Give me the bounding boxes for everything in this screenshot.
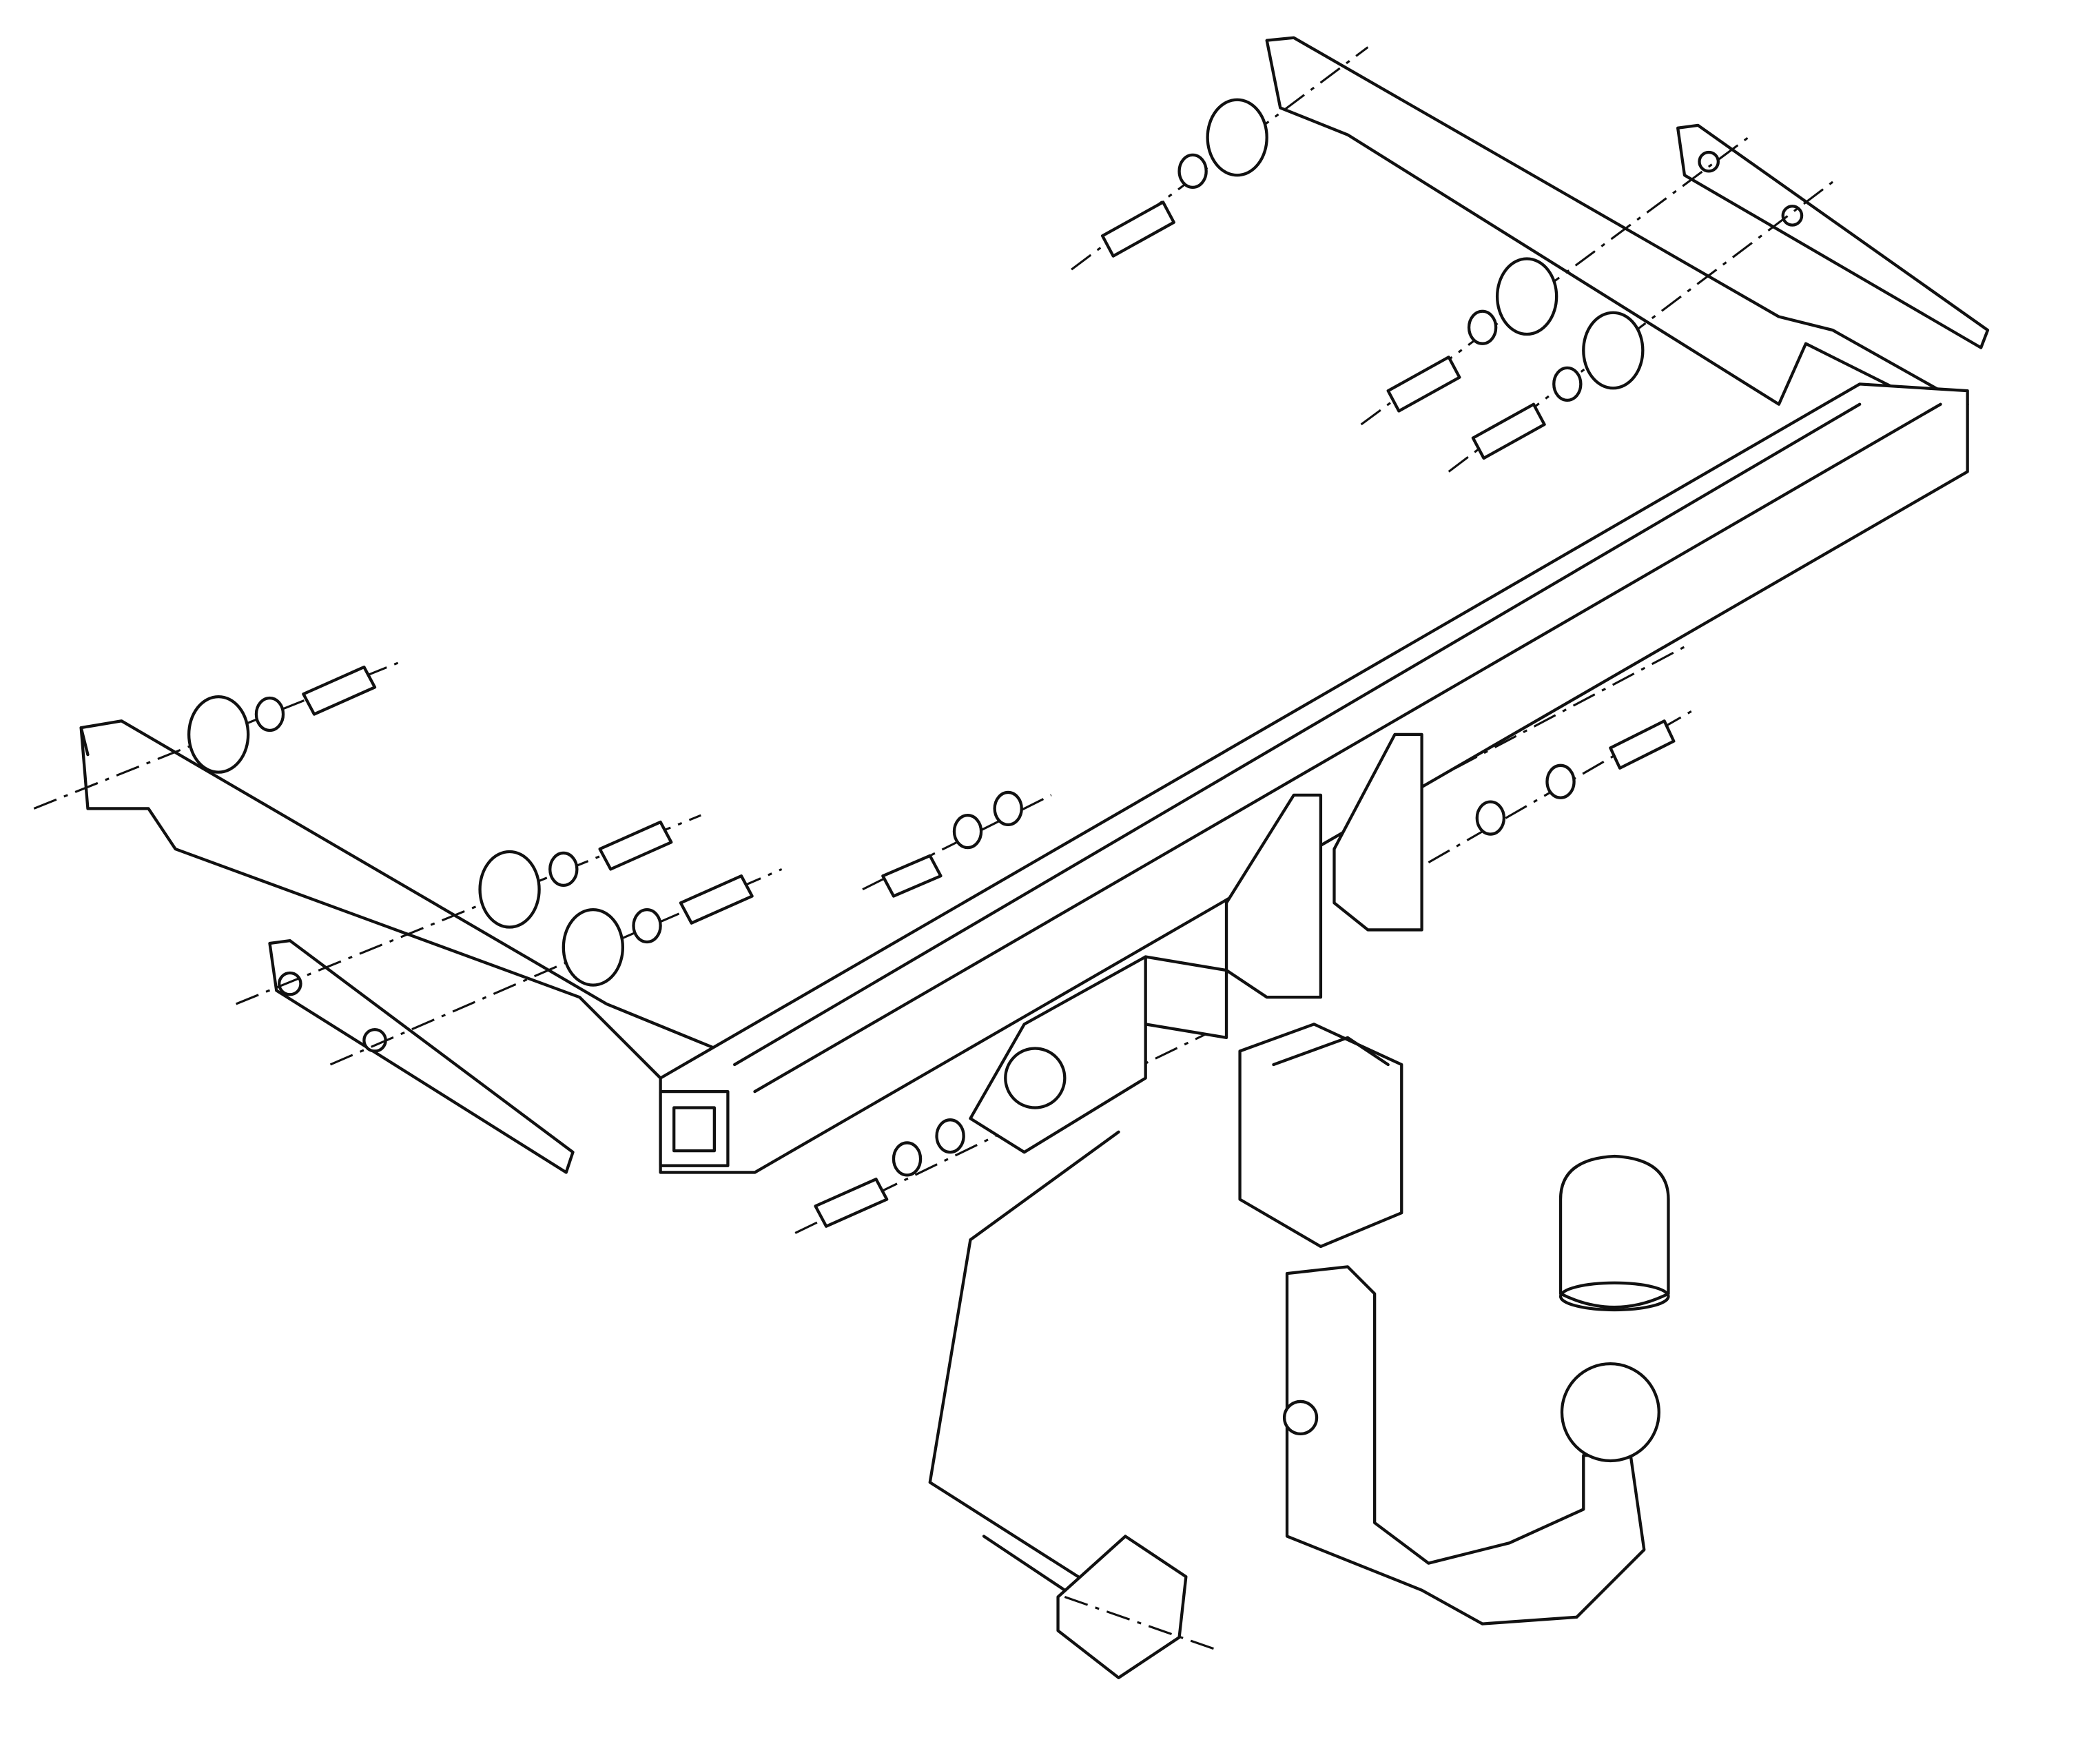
removable-ball-neck: [1282, 1265, 1660, 1625]
cross-beam: [659, 382, 1969, 1174]
vertical-brackets: [1224, 732, 1423, 999]
large-washer: [187, 695, 250, 774]
electrical-socket: [928, 1130, 1220, 1679]
left-mounting-bracket: [79, 719, 757, 1080]
bolts: [302, 201, 1676, 1228]
tow-ball: [1560, 1362, 1660, 1463]
receiver-block: [1238, 1023, 1403, 1249]
left-strap-plate: [268, 939, 575, 1174]
socket-plate: [969, 955, 1228, 1154]
right-strap-plate: [1676, 123, 1990, 349]
small-washer: [254, 696, 285, 732]
locking-knob: [1282, 1399, 1319, 1436]
washers: [187, 98, 1645, 1177]
beam-square-end: [659, 1089, 730, 1167]
ball-cap: [1558, 1154, 1670, 1312]
